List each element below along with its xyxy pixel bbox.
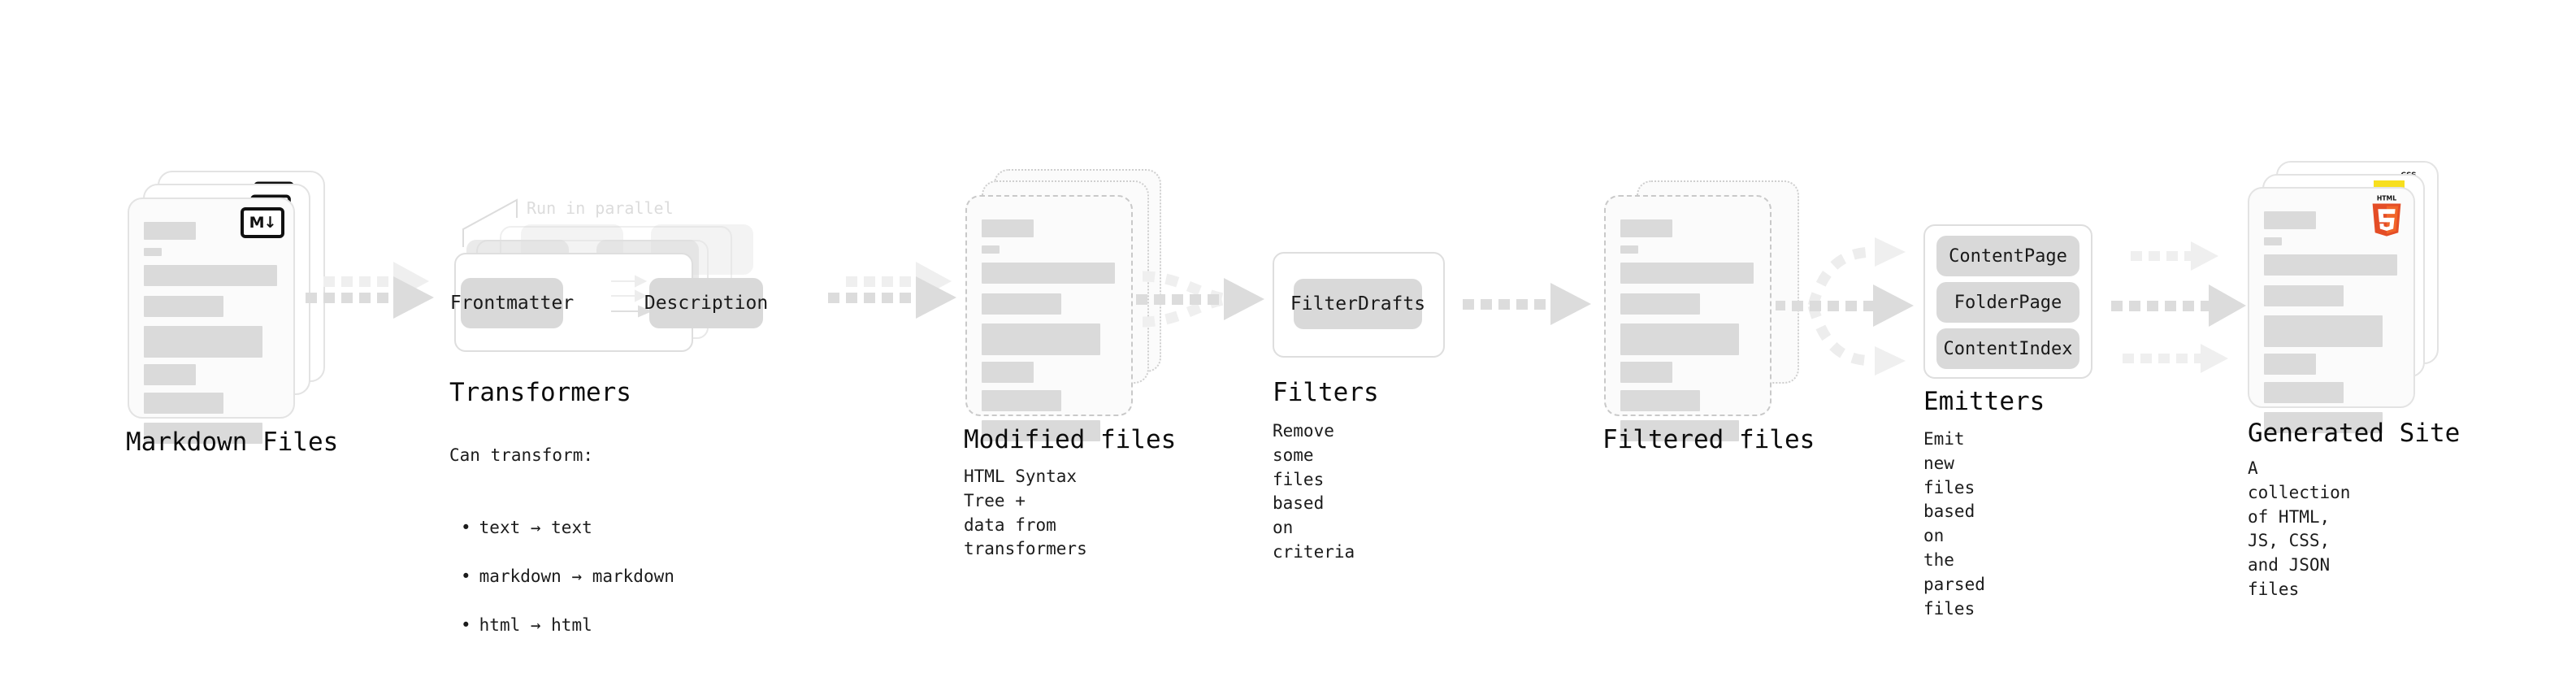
filtered-card-front [1604,195,1772,441]
stage-title-filters: Filters [1273,378,1379,407]
transformer-chip-description[interactable]: Description [644,278,768,328]
generated-card-front [2248,187,2415,433]
stage-title-generated-site: Generated Site [2248,419,2461,448]
stage-caption-transformers: Can transform: text → text markdown → ma… [449,419,674,686]
connector-transformers-to-modified [828,262,956,319]
transform-item-markdown: markdown → markdown [461,565,674,589]
modified-card-front [965,195,1133,441]
transform-item-html: html → html [461,614,674,638]
stage-title-filtered-files: Filtered files [1602,425,1815,454]
generated-card-placeholder-lines [2249,189,2413,433]
modified-card-placeholder-lines [967,197,1131,441]
emitter-chip-folderpage[interactable]: FolderPage [1936,282,2079,323]
html5-icon: HTML [2372,195,2401,237]
stage-caption-filters: Remove some files based on criteria [1273,421,1355,562]
stage-title-emitters: Emitters [1923,387,2045,416]
connector-emitters-to-site [2111,241,2246,373]
connector-filters-to-filtered [1463,283,1591,325]
filtered-card-placeholder-lines [1606,197,1770,441]
connector-modified-to-filters [1136,271,1264,328]
transform-item-text: text → text [461,516,674,541]
run-in-parallel-leader [462,198,518,247]
stage-title-transformers: Transformers [449,378,631,407]
stage-caption-generated-site: A collection of HTML, JS, CSS, and JSON … [2248,458,2351,600]
stage-caption-emitters: Emit new files based on the parsed files [1923,429,1985,619]
transformers-caption-heading: Can transform: [449,445,594,465]
emitter-chip-contentindex[interactable]: ContentIndex [1936,328,2079,369]
svg-text:HTML: HTML [2377,195,2396,202]
markdown-icon: M↓ [241,207,284,238]
stage-title-markdown-files: Markdown Files [126,428,339,457]
transformer-chip-frontmatter[interactable]: Frontmatter [450,278,574,328]
run-in-parallel-label: Run in parallel [527,198,674,218]
filter-chip-filterdrafts[interactable]: FilterDrafts [1290,279,1425,329]
stage-title-modified-files: Modified files [964,425,1177,454]
connector-filtered-to-emitters [1776,237,1914,376]
emitter-chip-contentpage[interactable]: ContentPage [1936,236,2079,276]
markdown-card-placeholder-lines [129,199,293,444]
transformer-inner-arrows [611,275,653,318]
stage-caption-modified-files: HTML Syntax Tree + data from transformer… [964,467,1087,559]
connector-md-to-transformers [306,262,434,319]
transformers-caption-list: text → text markdown → markdown html → h… [449,492,674,662]
